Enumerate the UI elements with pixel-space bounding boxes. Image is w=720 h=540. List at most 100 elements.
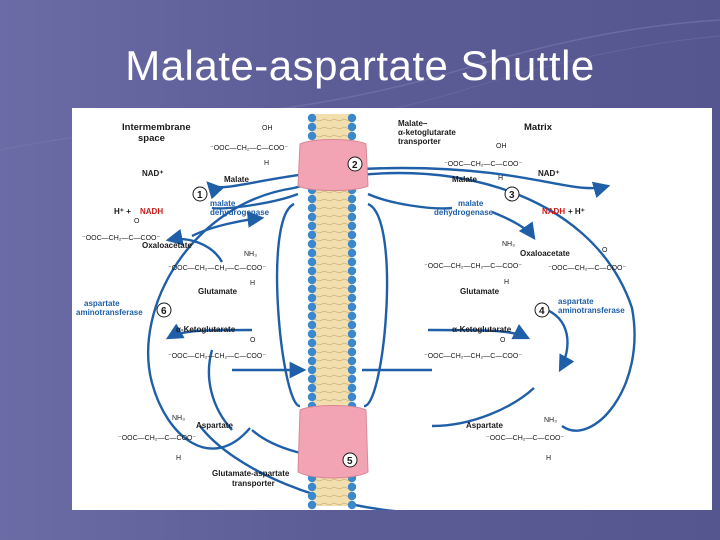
membrane-bead bbox=[347, 383, 357, 393]
membrane-bead bbox=[347, 248, 357, 258]
membrane-bead bbox=[307, 374, 317, 384]
left-nad-plus: NAD⁺ bbox=[142, 169, 164, 178]
membrane-bead bbox=[347, 221, 357, 231]
left-aspartate-aminotransferase: aspartate aminotransferase bbox=[76, 299, 143, 317]
membrane-bead bbox=[307, 266, 317, 276]
membrane-bead bbox=[347, 482, 357, 492]
membrane-bead bbox=[307, 320, 317, 330]
right-alpha-ketoglutarate: α-Ketoglutarate bbox=[452, 325, 512, 334]
malate-akg-transporter-label: Malate– α-ketoglutarate transporter bbox=[398, 119, 458, 146]
membrane-loop-arrows bbox=[165, 192, 575, 431]
membrane-bead bbox=[347, 230, 357, 240]
right-akg-formula: ⁻OOC—CH₂—CH₂—C—COO⁻ bbox=[424, 353, 522, 360]
left-aspartate-formula: ⁻OOC—CH₂—C—COO⁻ bbox=[118, 435, 196, 442]
left-nadh: NADH bbox=[140, 207, 163, 216]
step-5-label: 5 bbox=[347, 456, 353, 467]
left-akg-formula: ⁻OOC—CH₂—CH₂—C—COO⁻ bbox=[168, 353, 266, 360]
left-oxaloacetate-formula: ⁻OOC—CH₂—C—COO⁻ bbox=[82, 235, 160, 242]
left-oxaloacetate-o: O bbox=[134, 218, 140, 225]
membrane-bead bbox=[347, 320, 357, 330]
right-glutamate: Glutamate bbox=[460, 287, 500, 296]
membrane-bead bbox=[347, 239, 357, 249]
right-nadh: NADH bbox=[542, 207, 565, 216]
right-aspartate-formula: ⁻OOC—CH₂—C—COO⁻ bbox=[486, 435, 564, 442]
cycle-loop-arrows bbox=[147, 166, 636, 510]
membrane-bead bbox=[307, 293, 317, 303]
shuttle-diagram: Intermembrane space Matrix Malate– α-ket… bbox=[72, 108, 712, 510]
membrane-bead bbox=[347, 374, 357, 384]
membrane-bead bbox=[307, 347, 317, 357]
left-akg-o: O bbox=[250, 337, 256, 344]
membrane-bead bbox=[347, 302, 357, 312]
left-h-plus: H⁺ + bbox=[114, 207, 131, 216]
matrix-label: Matrix bbox=[524, 122, 553, 133]
membrane-bead bbox=[307, 131, 317, 141]
right-oxaloacetate: Oxaloacetate bbox=[520, 249, 570, 258]
right-aspartate-aminotransferase: aspartate aminotransferase bbox=[558, 297, 625, 315]
left-aspartate: Aspartate bbox=[196, 421, 233, 430]
membrane-bead bbox=[307, 338, 317, 348]
membrane-bead bbox=[307, 383, 317, 393]
membrane-bead bbox=[307, 311, 317, 321]
right-glutamate-h: H bbox=[504, 279, 509, 286]
left-glutamate-h: H bbox=[250, 280, 255, 287]
right-malate-h: H bbox=[498, 175, 503, 182]
left-oxaloacetate: Oxaloacetate bbox=[142, 241, 192, 250]
membrane-bead bbox=[347, 122, 357, 132]
membrane-bead bbox=[307, 248, 317, 258]
membrane-bead bbox=[347, 338, 357, 348]
right-malate-oh: OH bbox=[496, 143, 507, 150]
left-malate: Malate bbox=[224, 175, 249, 184]
membrane-bead bbox=[307, 482, 317, 492]
right-oxaloacetate-o: O bbox=[602, 247, 608, 254]
membrane-bead bbox=[307, 203, 317, 213]
left-malate-h: H bbox=[264, 160, 269, 167]
right-akg-o: O bbox=[500, 337, 506, 344]
right-oxaloacetate-formula: ⁻OOC—CH₂—C—COO⁻ bbox=[548, 265, 626, 272]
step-markers: 1 2 3 4 5 6 bbox=[156, 156, 550, 468]
membrane-bead bbox=[307, 491, 317, 501]
membrane-bead bbox=[307, 392, 317, 402]
membrane-bead bbox=[307, 275, 317, 285]
membrane-bead bbox=[347, 491, 357, 501]
membrane-bead bbox=[347, 347, 357, 357]
membrane-bead bbox=[347, 293, 357, 303]
left-aspartate-h: H bbox=[176, 455, 181, 462]
membrane-bead bbox=[307, 365, 317, 375]
glu-asp-transporter-protein bbox=[297, 405, 369, 479]
right-h-plus: + H⁺ bbox=[568, 207, 585, 216]
right-aspartate-nh3: NH₃ bbox=[544, 417, 557, 424]
membrane-bead bbox=[347, 257, 357, 267]
membrane-bead bbox=[307, 221, 317, 231]
membrane-bead bbox=[347, 212, 357, 222]
left-malate-dehydrogenase: malate dehydrogenase bbox=[210, 199, 270, 217]
left-aspartate-nh3: NH₃ bbox=[172, 415, 185, 422]
membrane-bead bbox=[307, 113, 317, 123]
membrane-bead bbox=[347, 266, 357, 276]
membrane-bead bbox=[347, 329, 357, 339]
left-glutamate-formula: ⁻OOC—CH₂—CH₂—C—COO⁻ bbox=[168, 265, 266, 272]
membrane-bead bbox=[347, 194, 357, 204]
malate-akg-transporter-protein bbox=[297, 139, 369, 191]
right-malate-dehydrogenase: malate dehydrogenase bbox=[434, 199, 494, 217]
membrane-bead bbox=[347, 113, 357, 123]
step-2-label: 2 bbox=[352, 160, 358, 171]
membrane-bead bbox=[347, 203, 357, 213]
right-aspartate: Aspartate bbox=[466, 421, 503, 430]
membrane-bead bbox=[347, 284, 357, 294]
right-glutamate-nh3: NH₃ bbox=[502, 241, 515, 248]
membrane-bead bbox=[307, 230, 317, 240]
membrane-bead bbox=[307, 284, 317, 294]
membrane-bead bbox=[347, 392, 357, 402]
membrane-bead bbox=[307, 329, 317, 339]
right-malate-formula: ⁻OOC—CH₂—C—COO⁻ bbox=[444, 161, 522, 168]
step-3-label: 3 bbox=[509, 190, 515, 201]
right-aspartate-h: H bbox=[546, 455, 551, 462]
left-glutamate-nh3: NH₃ bbox=[244, 251, 257, 258]
right-malate: Malate bbox=[452, 175, 477, 184]
membrane-bead bbox=[347, 311, 357, 321]
membrane-bead bbox=[347, 131, 357, 141]
left-malate-formula: ⁻OOC—CH₂—C—COO⁻ bbox=[210, 145, 288, 152]
glu-asp-transporter-label: Glutamate-aspartate transporter bbox=[212, 469, 292, 488]
membrane-bead bbox=[307, 122, 317, 132]
